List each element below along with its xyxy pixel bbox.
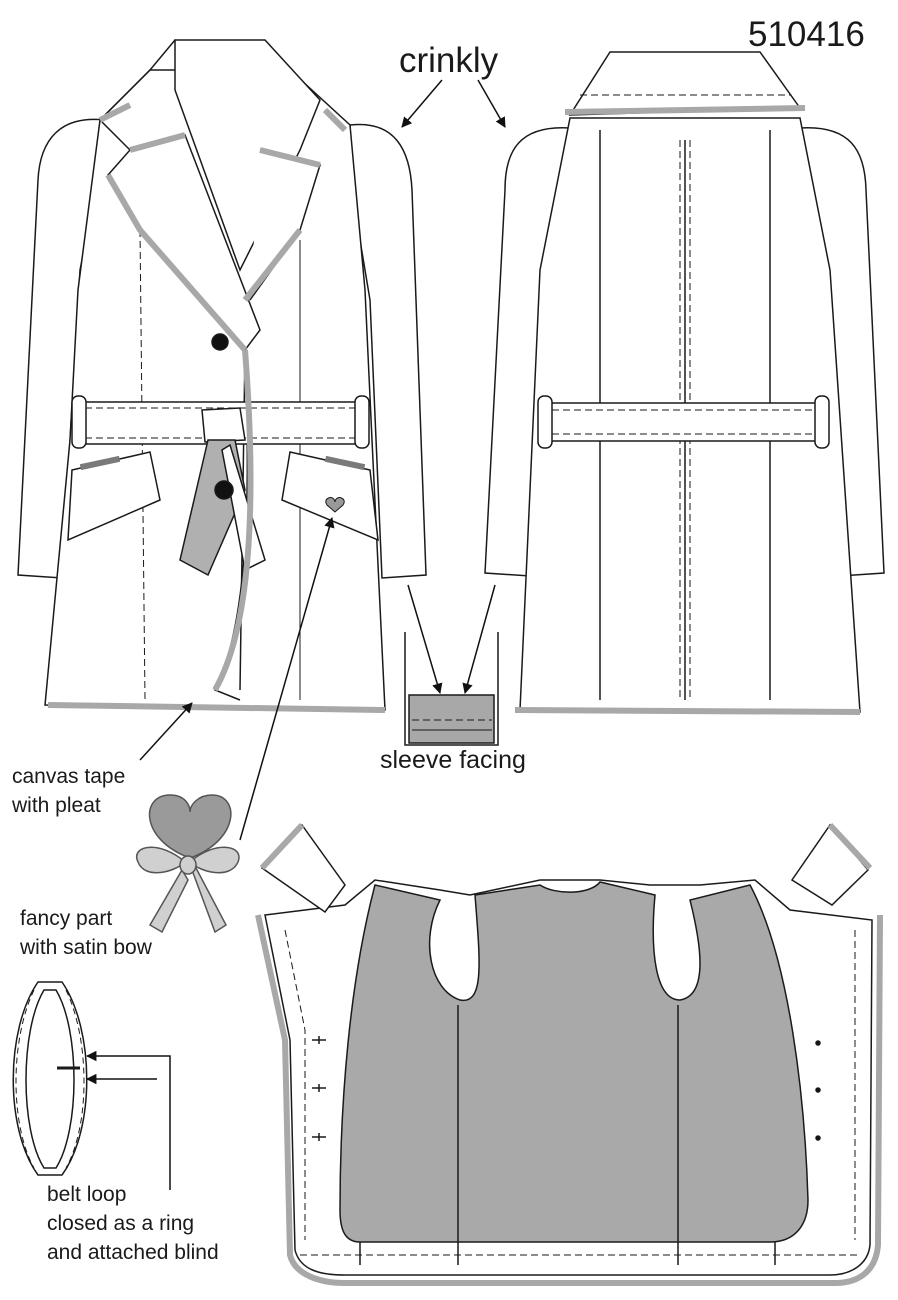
front-collar (174, 39, 321, 272)
fancy-part-line-1: fancy part (20, 907, 113, 930)
jacket-front-view (17, 39, 427, 711)
belt-loop-line-1: belt loop (47, 1183, 127, 1206)
front-button-bottom (214, 480, 234, 500)
canvas-tape-arrow (139, 702, 193, 761)
fancy-part-line-2: with satin bow (20, 936, 152, 959)
back-belt (544, 402, 821, 442)
jacket-back-view (484, 51, 885, 713)
inside-lining (339, 881, 809, 1243)
canvas-tape-line-2: with pleat (12, 794, 101, 817)
belt-loop-detail (12, 981, 88, 1176)
sleeve-facing-piece (404, 584, 499, 746)
crinkly-arrows (401, 79, 506, 128)
belt-loop-arrows (85, 1050, 171, 1190)
jacket-inside-view (260, 823, 873, 1276)
belt-loop-line-2: closed as a ring (47, 1212, 195, 1235)
belt-loop-line-3: and attached blind (47, 1241, 219, 1264)
fancy-part-heart-bow (135, 794, 240, 934)
canvas-tape-label: canvas tape with pleat (12, 762, 125, 820)
pattern-number: 510416 (748, 15, 865, 54)
sleeve-facing-label: sleeve facing (380, 746, 526, 774)
back-crinkly-trim (514, 105, 861, 715)
front-button-top (211, 333, 229, 351)
front-left-pocket (67, 451, 161, 542)
canvas-tape-line-1: canvas tape (12, 765, 126, 788)
back-collar (568, 51, 802, 116)
fancy-part-arrow (239, 516, 335, 841)
front-crinkly-trim (47, 102, 386, 713)
inside-crinkly-trim (255, 822, 883, 1286)
fancy-part-label: fancy part with satin bow (20, 904, 152, 962)
front-right-sleeve (349, 123, 427, 579)
belt-knot (201, 407, 246, 443)
belt-loop-label: belt loop closed as a ring and attached … (47, 1180, 219, 1267)
crinkly-label: crinkly (399, 41, 499, 80)
